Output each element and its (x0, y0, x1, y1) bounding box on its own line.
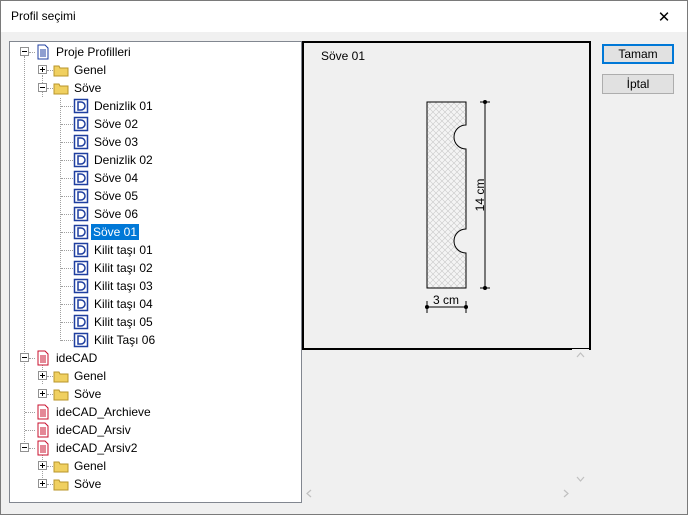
document-red-icon (35, 422, 51, 438)
scroll-left-icon (306, 489, 312, 498)
tree-node-label[interactable]: Genel (74, 459, 107, 473)
tree-node-label-selected[interactable]: Söve 01 (91, 224, 140, 240)
tree-node-label[interactable]: Söve (74, 387, 102, 401)
expand-toggle[interactable] (38, 479, 47, 488)
scroll-up-icon (576, 352, 585, 358)
tree-node-label[interactable]: Denizlik 02 (94, 153, 153, 167)
tree-node-label[interactable]: Genel (74, 63, 107, 77)
folder-icon (53, 368, 69, 384)
folder-icon (53, 386, 69, 402)
ok-button[interactable]: Tamam (602, 44, 674, 64)
expand-toggle[interactable] (38, 65, 47, 74)
tree-node-label[interactable]: ideCAD_Archieve (56, 405, 151, 419)
tree-node-label[interactable]: ideCAD (56, 351, 98, 365)
tree-node-label[interactable]: Söve 02 (94, 117, 139, 131)
tree-node-label[interactable]: Kilit taşı 05 (94, 315, 153, 329)
tree-node-label[interactable]: Kilit taşı 01 (94, 243, 153, 257)
profile-section-shape (426, 101, 467, 289)
document-blue-icon (35, 44, 51, 60)
document-red-icon (35, 404, 51, 420)
profile-d-icon (73, 98, 89, 114)
profile-d-icon (73, 206, 89, 222)
collapse-toggle[interactable] (20, 47, 29, 56)
tree-node-label[interactable]: Söve 06 (94, 207, 139, 221)
folder-icon (53, 62, 69, 78)
expand-toggle[interactable] (38, 389, 47, 398)
window-title: Profil seçimi (11, 9, 76, 23)
tree-node-label[interactable]: ideCAD_Arsiv (56, 423, 131, 437)
profile-d-icon (73, 224, 89, 240)
profile-d-icon (73, 314, 89, 330)
document-red-icon (35, 350, 51, 366)
close-icon: ✕ (657, 8, 671, 26)
expand-toggle[interactable] (38, 461, 47, 470)
tree-node-label[interactable]: Kilit Taşı 06 (94, 333, 156, 347)
preview-title: Söve 01 (321, 49, 366, 63)
collapse-toggle[interactable] (20, 443, 29, 452)
tree-node-label[interactable]: Denizlik 01 (94, 99, 153, 113)
folder-icon (53, 476, 69, 492)
horizontal-scrollbar[interactable] (302, 485, 572, 502)
folder-icon (53, 458, 69, 474)
tree-node-label[interactable]: Söve 03 (94, 135, 139, 149)
tree-node-label[interactable]: Söve (74, 477, 102, 491)
profile-drawing: 14 cm 3 cm (425, 100, 490, 313)
tree-node-label[interactable]: Söve (74, 81, 102, 95)
profile-d-icon (73, 242, 89, 258)
collapse-toggle[interactable] (38, 83, 47, 92)
tree-node-label[interactable]: Söve 05 (94, 189, 139, 203)
folder-icon (53, 80, 69, 96)
profile-d-icon (73, 278, 89, 294)
cancel-button[interactable]: İptal (602, 74, 674, 94)
height-dimension-label: 14 cm (473, 179, 487, 212)
scroll-down-icon (576, 476, 585, 482)
profile-d-icon (73, 170, 89, 186)
vertical-scrollbar[interactable] (572, 349, 589, 485)
profile-d-icon (73, 332, 89, 348)
tree-node-label[interactable]: Kilit taşı 04 (94, 297, 153, 311)
tree-line (24, 56, 25, 448)
profile-d-icon (73, 134, 89, 150)
close-button[interactable]: ✕ (641, 1, 687, 32)
profile-d-icon (73, 188, 89, 204)
tree-node-label[interactable]: Genel (74, 369, 107, 383)
width-dimension-label: 3 cm (433, 293, 459, 307)
profile-d-icon (73, 152, 89, 168)
tree-node-label[interactable]: Kilit taşı 03 (94, 279, 153, 293)
tree-node-label[interactable]: Söve 04 (94, 171, 139, 185)
document-red-icon (35, 440, 51, 456)
profile-preview-panel: Söve 01 14 cm 3 cm (302, 41, 591, 350)
expand-toggle[interactable] (38, 371, 47, 380)
profile-tree[interactable]: Proje Profilleri Genel Söve Denizlik 01 … (9, 41, 302, 503)
profile-d-icon (73, 260, 89, 276)
tree-node-label[interactable]: Proje Profilleri (56, 45, 131, 59)
profile-d-icon (73, 296, 89, 312)
scroll-right-icon (563, 489, 569, 498)
profile-d-icon (73, 116, 89, 132)
tree-node-label[interactable]: Kilit taşı 02 (94, 261, 153, 275)
collapse-toggle[interactable] (20, 353, 29, 362)
tree-node-label[interactable]: ideCAD_Arsiv2 (56, 441, 138, 455)
tree-line (60, 98, 61, 341)
title-bar: Profil seçimi ✕ (1, 1, 687, 32)
